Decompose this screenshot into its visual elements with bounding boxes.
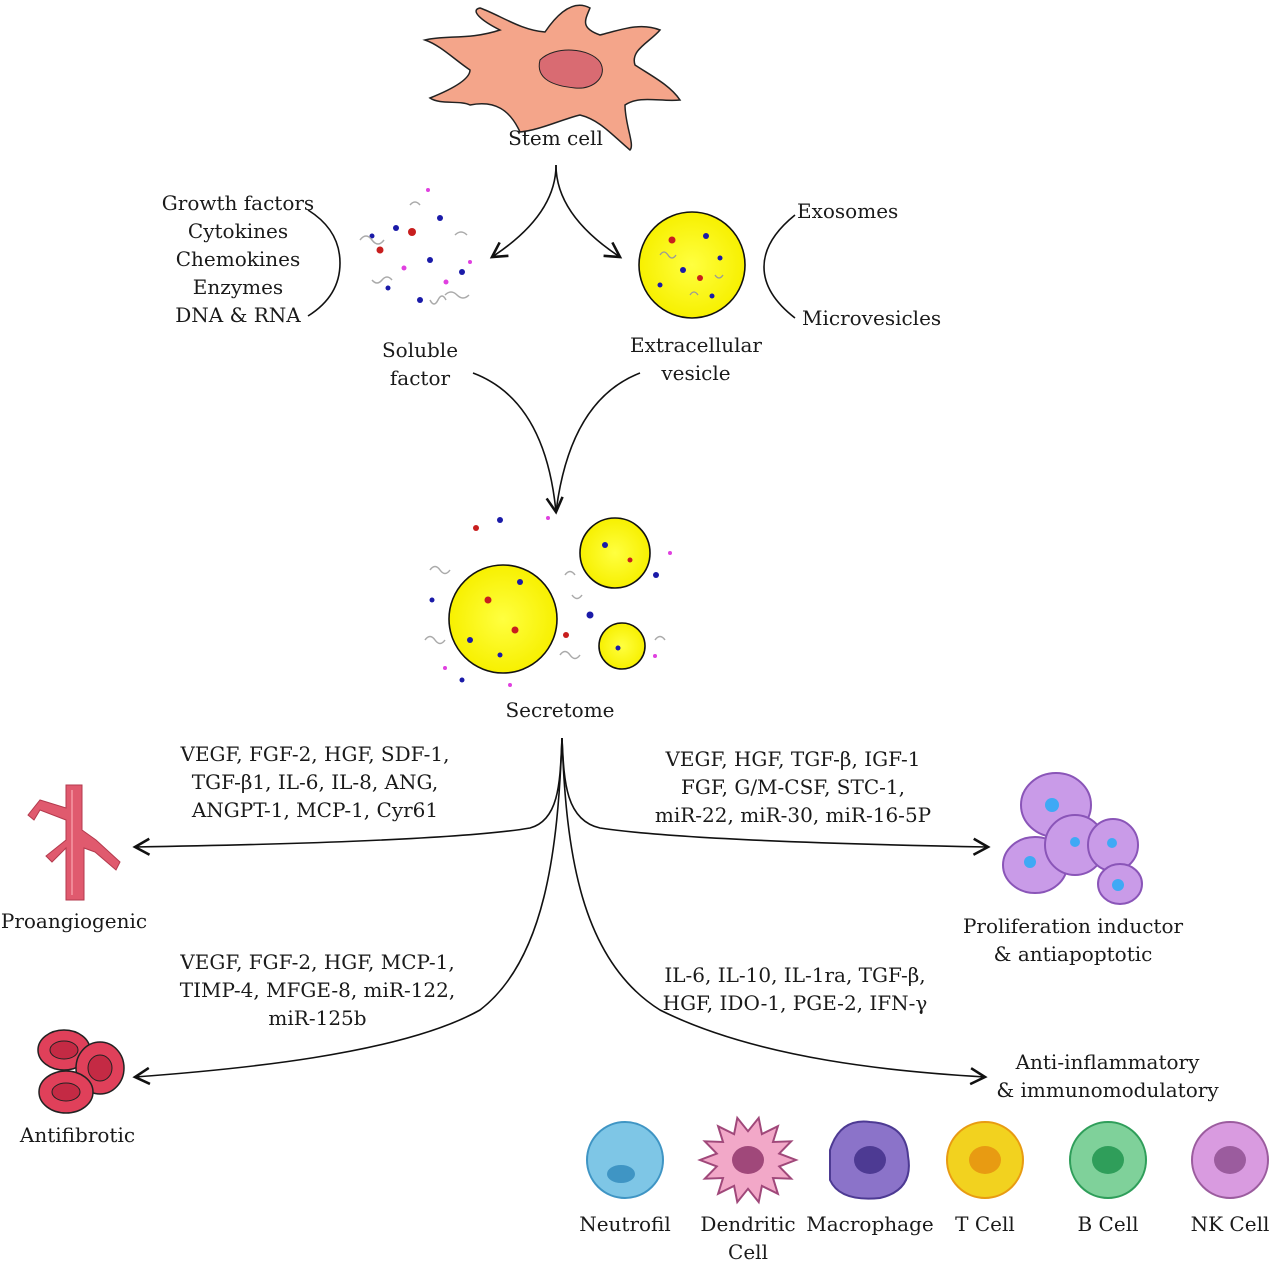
extracellular-vesicle-label: Extracellular vesicle (630, 333, 762, 385)
t-cell-label: T Cell (955, 1212, 1015, 1236)
proangiogenic-factors: VEGF, FGF-2, HGF, SDF-1, TGF-β1, IL-6, I… (180, 742, 450, 822)
proliferating-cells-icon (1002, 772, 1143, 905)
nk-cell-icon (1191, 1121, 1269, 1199)
proliferation-label: Proliferation inductor & antiapoptotic (962, 914, 1184, 966)
component-growth-factors: Growth factors (161, 191, 315, 215)
immune-cells-row (586, 1115, 1269, 1205)
brace-soluble-components (307, 209, 341, 317)
macrophage-icon (829, 1120, 910, 1200)
neutrofil-icon (586, 1121, 664, 1199)
soluble-factor-icon (359, 188, 472, 305)
secretome-icon (424, 516, 672, 687)
t-cell-icon (946, 1121, 1024, 1199)
microvesicles-label: Microvesicles (802, 306, 942, 330)
arrow-to-proangiogenic (132, 737, 563, 856)
arrow-vesicle-to-secretome (555, 372, 641, 513)
component-chemokines: Chemokines (175, 247, 301, 271)
stem-cell-label: Stem cell (508, 126, 603, 150)
antifibrotic-label: Antifibrotic (19, 1123, 136, 1147)
anti-inflammatory-label: Anti-inflammatory & immunomodulatory (996, 1050, 1219, 1102)
dendritic-cell-icon (697, 1115, 799, 1205)
neutrofil-label: Neutrofil (579, 1212, 671, 1236)
macrophage-label: Macrophage (806, 1212, 934, 1236)
component-dna-rna: DNA & RNA (175, 303, 301, 327)
secretome-label: Secretome (505, 698, 615, 722)
proangiogenic-label: Proangiogenic (0, 909, 148, 933)
arrow-to-proliferation (561, 737, 991, 856)
exosomes-label: Exosomes (797, 199, 899, 223)
anti-inflammatory-factors: IL-6, IL-10, IL-1ra, TGF-β, HGF, IDO-1, … (662, 963, 928, 1015)
stem-cell-icon (422, 4, 682, 152)
nk-cell-label: NK Cell (1190, 1212, 1270, 1236)
b-cell-icon (1069, 1121, 1147, 1199)
blood-vessel-icon (27, 784, 121, 901)
arrow-to-vesicle (555, 164, 623, 259)
component-cytokines: Cytokines (187, 219, 289, 243)
extracellular-vesicle-icon (638, 211, 746, 319)
soluble-components-list: Growth factors Cytokines Chemokines Enzy… (158, 189, 318, 329)
arrow-to-antifibrotic (132, 737, 563, 1086)
proliferation-factors: VEGF, HGF, TGF-β, IGF-1 FGF, G/M-CSF, ST… (654, 747, 932, 827)
b-cell-label: B Cell (1077, 1212, 1139, 1236)
arrow-to-soluble (489, 164, 557, 259)
soluble-factor-label: Soluble factor (381, 338, 459, 390)
brace-vesicle-types (763, 214, 796, 319)
red-blood-cells-icon (37, 1029, 125, 1114)
antifibrotic-factors: VEGF, FGF-2, HGF, MCP-1, TIMP-4, MFGE-8,… (179, 950, 456, 1030)
component-enzymes: Enzymes (192, 275, 284, 299)
arrow-to-anti-inflammatory (561, 737, 988, 1086)
arrow-soluble-to-secretome (472, 372, 564, 515)
